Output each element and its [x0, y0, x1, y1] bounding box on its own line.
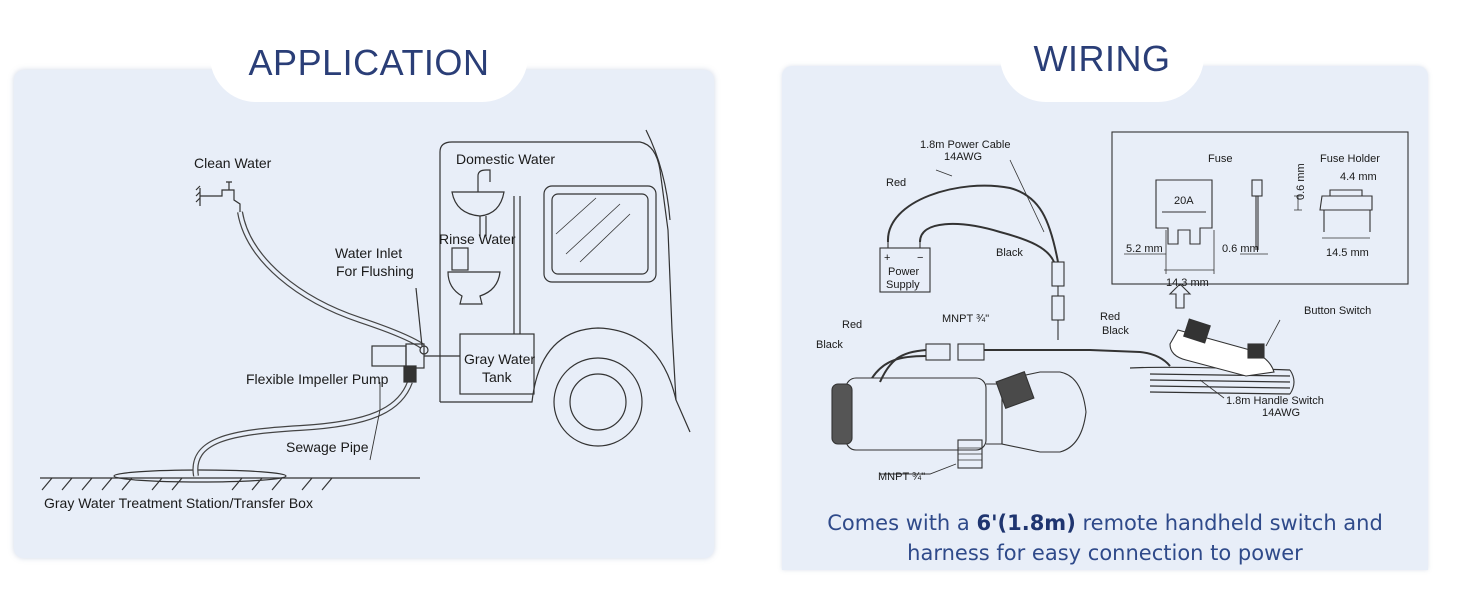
wiring-caption: Comes with a 6'(1.8m) remote handheld sw… — [782, 508, 1428, 568]
wiring-title-tab — [1000, 40, 1204, 102]
caption-part2: remote handheld switch and — [1075, 511, 1383, 535]
application-title-tab — [210, 40, 528, 102]
caption-bold: 6'(1.8m) — [976, 511, 1076, 535]
wiring-title: WIRING — [1033, 38, 1171, 79]
caption-part1: Comes with a — [827, 511, 977, 535]
caption-line2: harness for easy connection to power — [907, 541, 1303, 565]
application-panel — [14, 70, 714, 558]
application-title: APPLICATION — [248, 42, 490, 83]
wiring-panel — [782, 66, 1428, 570]
